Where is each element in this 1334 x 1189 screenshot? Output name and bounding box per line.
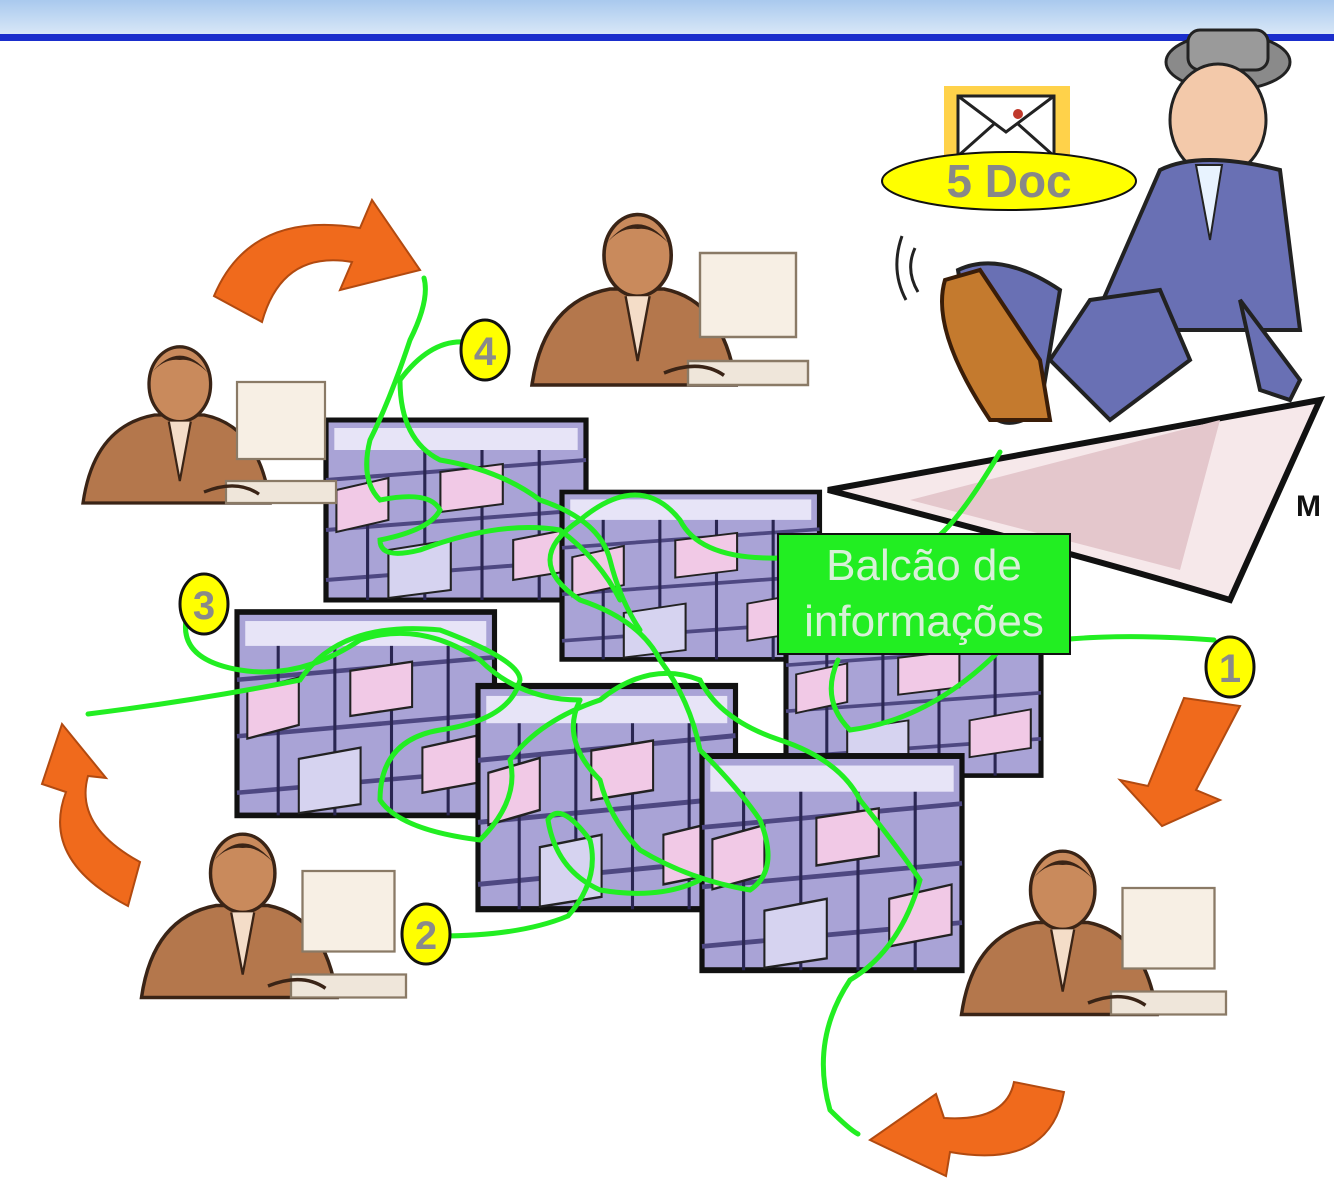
maze-tile-3	[237, 612, 495, 815]
worker-3	[83, 347, 336, 503]
step-marker-4: 4	[461, 320, 509, 380]
citizen-figure	[828, 30, 1320, 600]
arrow-right-icon	[1120, 698, 1240, 826]
step-label-2: 2	[415, 914, 437, 958]
maze-tile-6	[702, 756, 962, 970]
arrow-left-icon	[42, 724, 140, 906]
worker-4	[532, 215, 808, 385]
step-label-3: 3	[193, 584, 215, 628]
step-label-4: 4	[474, 330, 497, 374]
step-marker-2: 2	[402, 904, 450, 964]
step-marker-3: 3	[180, 574, 228, 634]
worker-2	[142, 834, 407, 997]
info-counter-line-2: informações	[778, 594, 1070, 650]
info-counter: Balcão de informações	[778, 534, 1070, 650]
maze-tile-1	[326, 420, 586, 600]
worker-1	[962, 851, 1227, 1014]
arrow-top-icon	[214, 200, 420, 322]
arrow-bottom-icon	[870, 1082, 1064, 1176]
document-envelope-icon	[944, 86, 1070, 160]
header-band	[0, 0, 1334, 41]
info-counter-line-1: Balcão de	[778, 538, 1070, 594]
step-label-1: 1	[1219, 647, 1241, 691]
step-marker-1: 1	[1206, 637, 1254, 697]
document-badge-label: 5 Doc	[882, 152, 1136, 210]
cut-off-text: M	[1296, 490, 1321, 524]
